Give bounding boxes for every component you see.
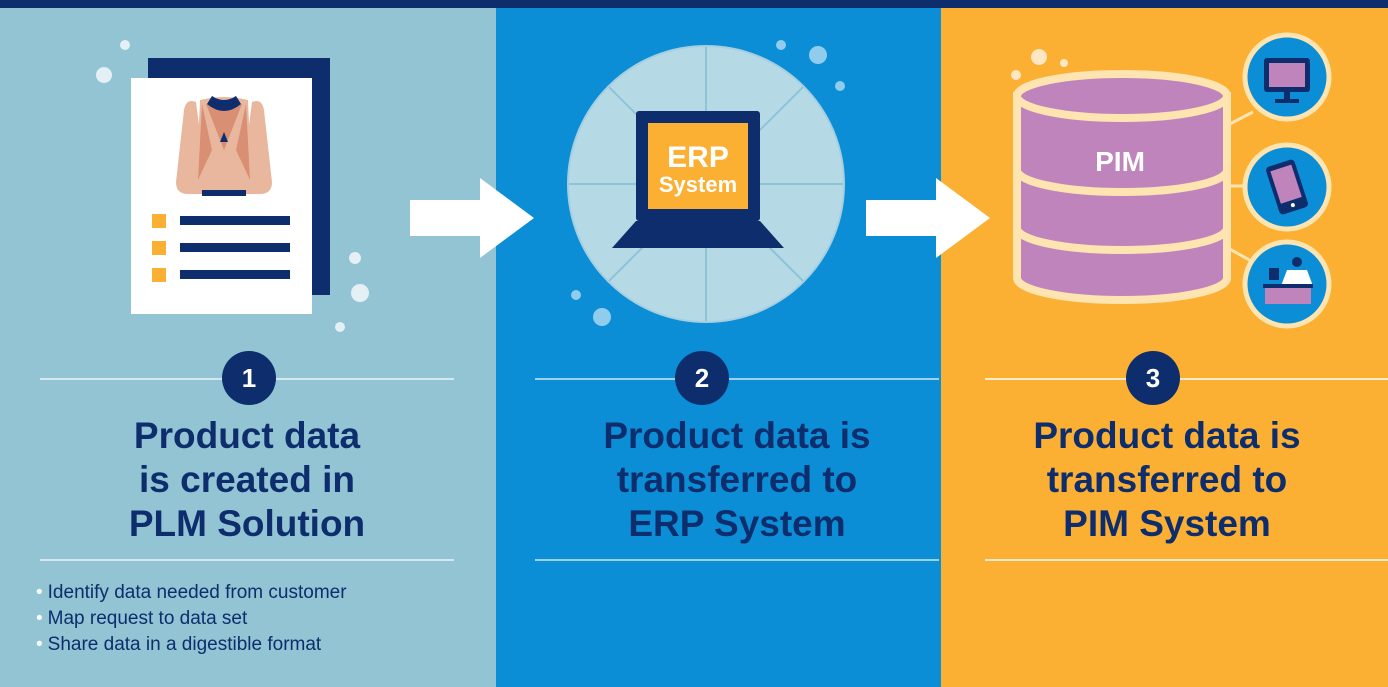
step-number-badge: 3 xyxy=(1126,351,1180,405)
laptop-icon: ERP System xyxy=(567,40,845,326)
divider-top xyxy=(535,378,939,380)
pim-label: PIM xyxy=(1095,146,1145,177)
heading-line: PIM System xyxy=(1063,503,1271,544)
divider-top xyxy=(985,378,1388,380)
heading-line: Product data is xyxy=(603,415,871,456)
bullet-item: Map request to data set xyxy=(36,606,347,632)
heading-line: transferred to xyxy=(1046,459,1288,500)
arrow-right-icon xyxy=(410,178,534,258)
erp-screen-label: System xyxy=(659,172,737,197)
step-3-panel: PIM xyxy=(941,0,1388,687)
tablet-icon xyxy=(1242,142,1332,232)
heading-line: Product data xyxy=(133,415,361,456)
database-icon: PIM xyxy=(1011,32,1332,329)
store-counter-icon xyxy=(1242,239,1332,329)
heading-line: transferred to xyxy=(616,459,858,500)
divider-bottom xyxy=(535,559,939,561)
document-with-sweater-icon xyxy=(96,40,369,332)
bullet-item: Identify data needed from customer xyxy=(36,580,347,606)
heading-line: ERP System xyxy=(628,503,846,544)
step-heading: Product data is transferred to ERP Syste… xyxy=(535,414,939,546)
arrow-right-icon xyxy=(866,178,990,258)
heading-line: is created in xyxy=(139,459,355,500)
bullet-item: Share data in a digestible format xyxy=(36,632,347,658)
step-1-panel: 1 Product data is created in PLM Solutio… xyxy=(0,0,496,687)
divider-bottom xyxy=(40,559,454,561)
step-bullet-list: Identify data needed from customer Map r… xyxy=(36,580,347,658)
erp-screen-label: ERP xyxy=(667,141,729,174)
monitor-icon xyxy=(1242,32,1332,122)
divider-bottom xyxy=(985,559,1388,561)
step-2-panel: ERP System 2 Product data is transferred… xyxy=(496,0,941,687)
step-number-badge: 2 xyxy=(675,351,729,405)
heading-line: Product data is xyxy=(1033,415,1301,456)
top-bar xyxy=(0,0,1388,8)
step-heading: Product data is created in PLM Solution xyxy=(40,414,454,546)
heading-line: PLM Solution xyxy=(128,503,366,544)
step-number-badge: 1 xyxy=(222,351,276,405)
step-heading: Product data is transferred to PIM Syste… xyxy=(960,414,1374,546)
